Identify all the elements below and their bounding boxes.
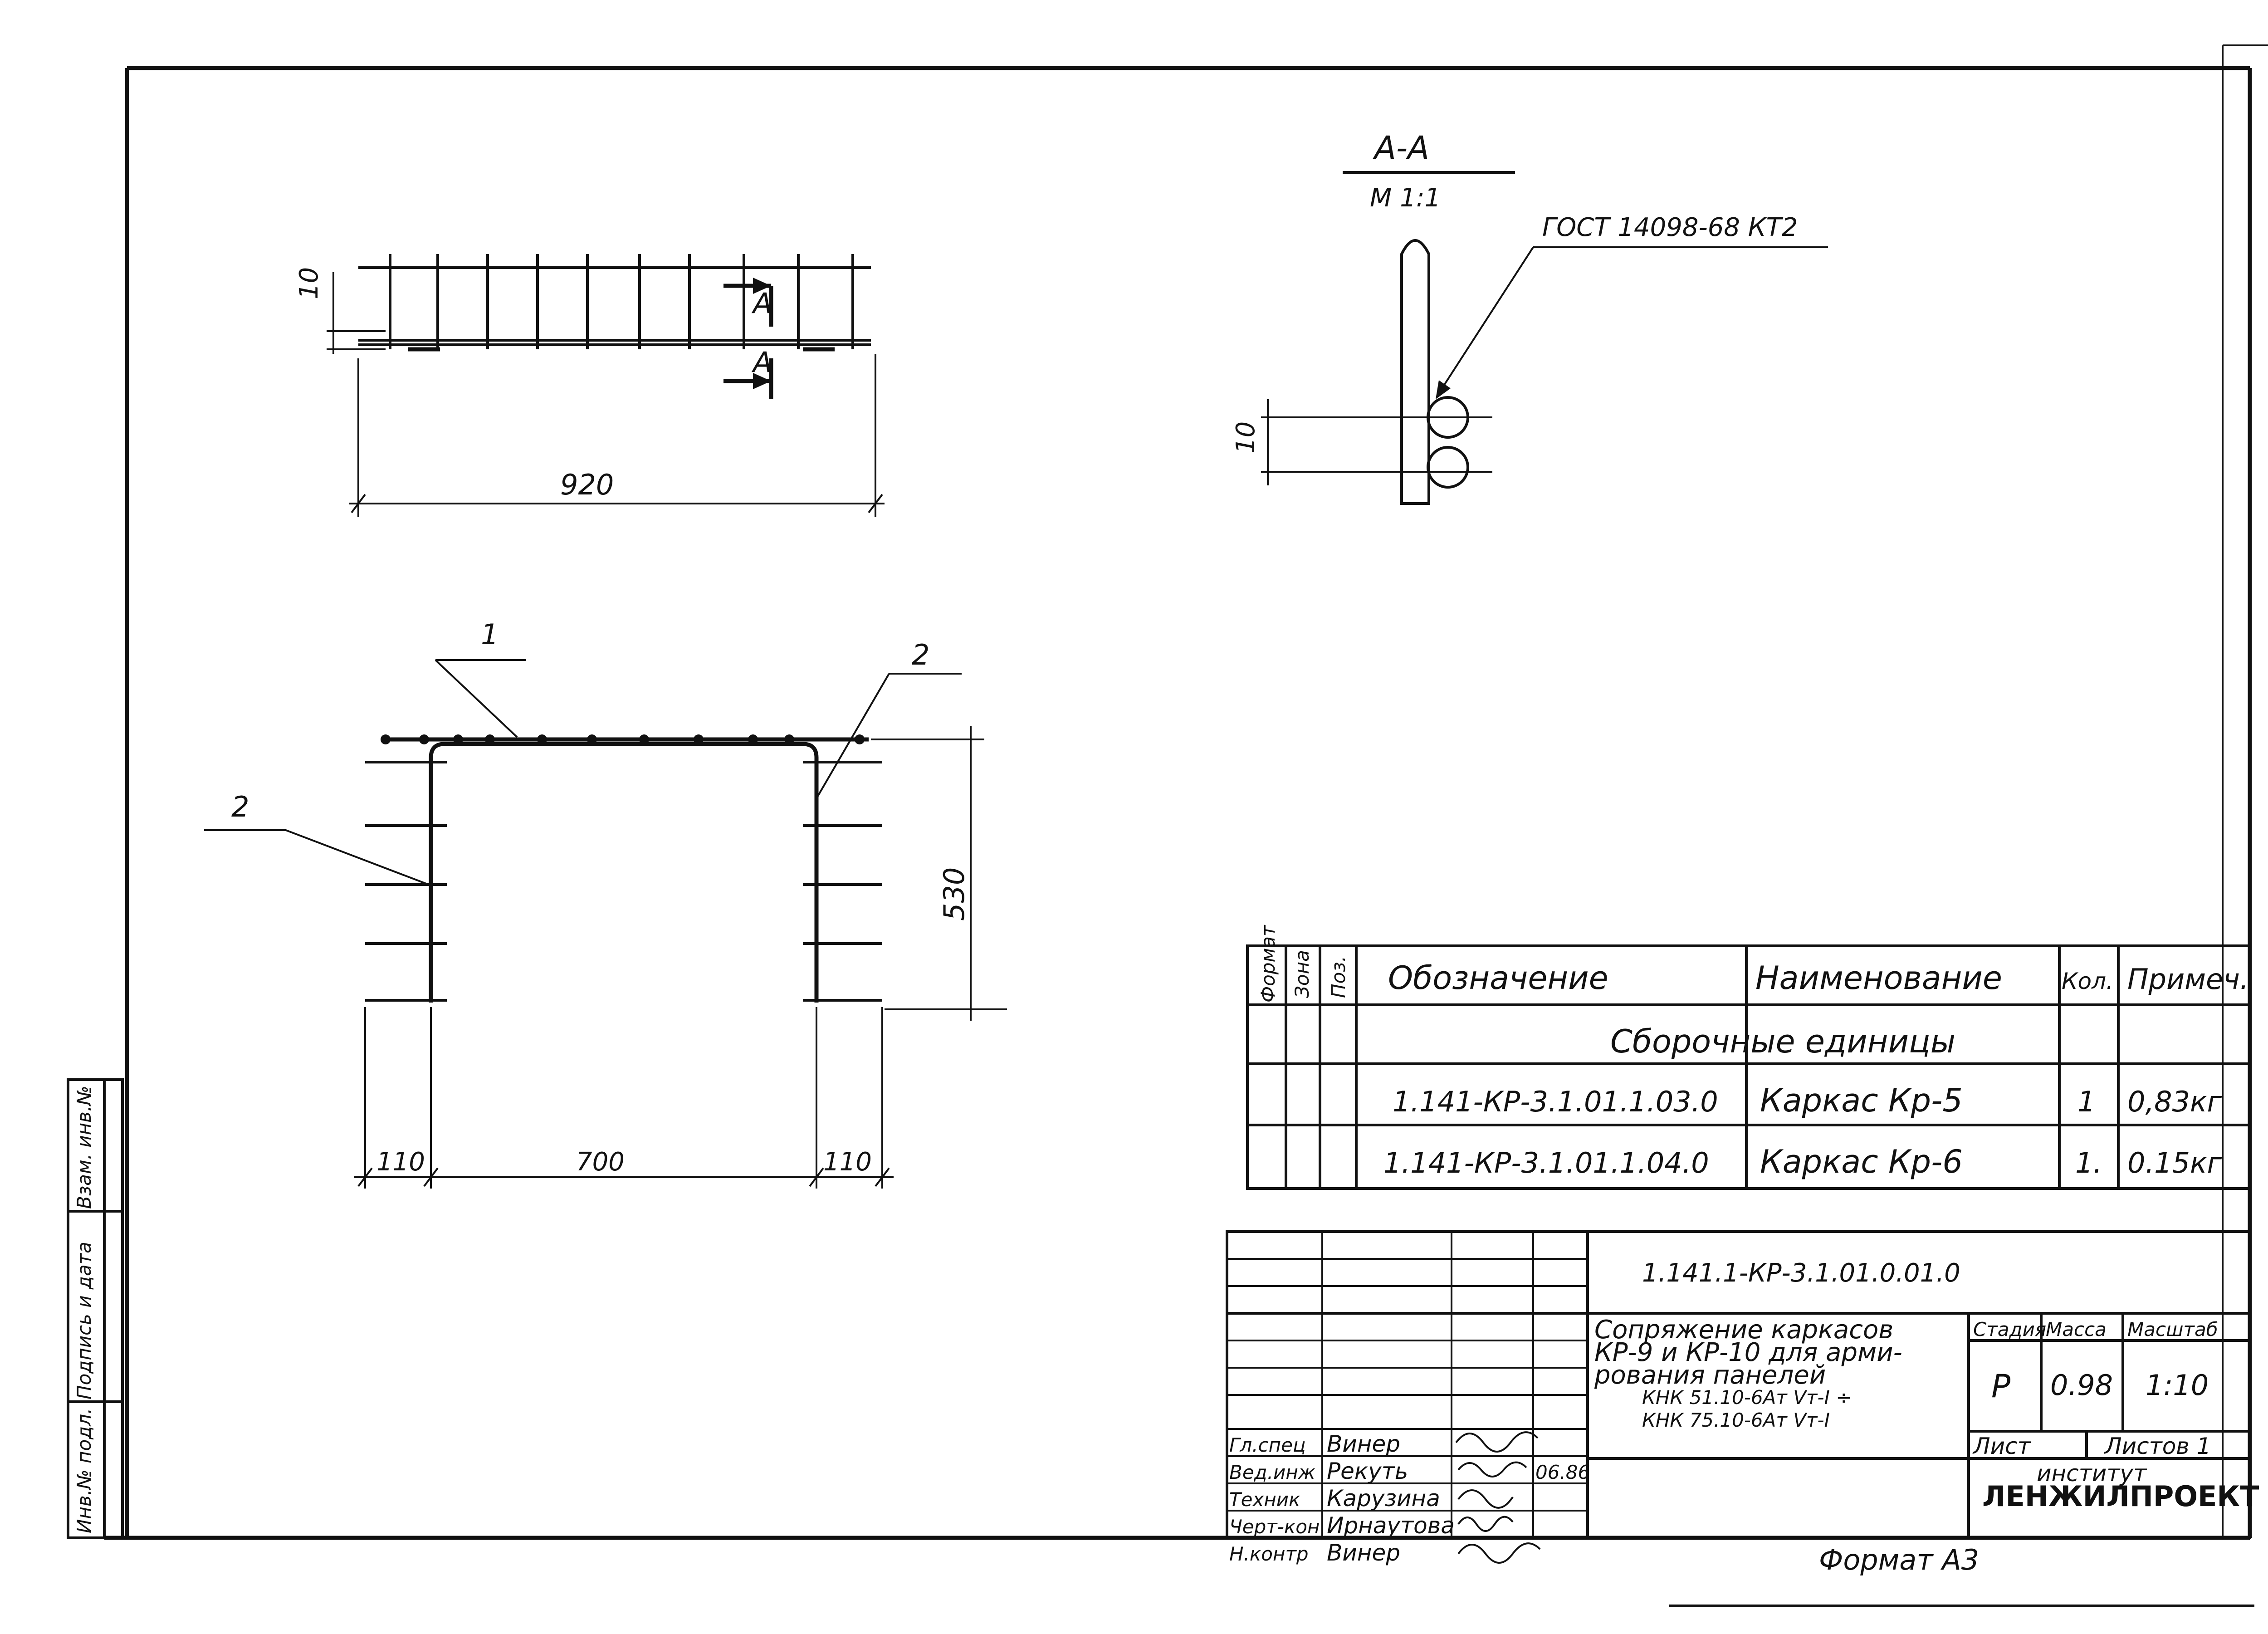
svg-text:1: 1 [2077, 1085, 2095, 1118]
org-line-2: ЛЕНЖИЛПРОЕКТ [1982, 1480, 2259, 1513]
th-note: Примеч. [2127, 963, 2249, 996]
th-qty: Кол. [2062, 968, 2113, 994]
th-name: Наименование [1755, 959, 2002, 997]
dim-right-offset: 110 [823, 1147, 872, 1177]
table-row: 1.141-КР-3.1.01.1.03.0 Каркас Кр-5 1 0,8… [1393, 1082, 2222, 1119]
signature-scribbles [1455, 1431, 1541, 1564]
dim-top-spacing: 10 [294, 267, 324, 299]
scale-label: Масштаб [2127, 1318, 2218, 1340]
section-spacing: 10 [1231, 421, 1261, 454]
stamp-sign-date: Подпись и дата [73, 1242, 95, 1399]
person-role: Черт-кон [1229, 1516, 1320, 1538]
spec-table: Формат Зона Поз. Обозначение Наименовани… [1246, 925, 2251, 1190]
stamp-replace-inv: Взам. инв.№ [73, 1086, 95, 1209]
sheets-label: Листов 1 [2104, 1433, 2211, 1459]
person-name: Винер [1327, 1540, 1400, 1566]
format-label: Формат А3 [1819, 1543, 1979, 1576]
title-block: 1.141.1-КР-3.1.01.0.01.0 Сопряжение карк… [1226, 1230, 2259, 1566]
format-label-group: Формат А3 [1669, 1543, 2254, 1607]
person-role: Гл.спец [1229, 1434, 1306, 1456]
svg-text:Каркас Кр-6: Каркас Кр-6 [1760, 1143, 1963, 1180]
title-line-4: КНК 51.10-6Ат Vт-I ÷ [1642, 1386, 1852, 1409]
dim-left-offset: 110 [376, 1147, 425, 1177]
title-line-5: КНК 75.10-6Ат Vт-I [1642, 1409, 1830, 1431]
top-view: 10 920 А А [294, 254, 885, 517]
svg-text:1.141-КР-3.1.01.1.03.0: 1.141-КР-3.1.01.1.03.0 [1393, 1085, 1718, 1118]
svg-text:1.141-КР-3.1.01.1.04.0: 1.141-КР-3.1.01.1.04.0 [1383, 1146, 1709, 1179]
stage-label: Стадия [1973, 1318, 2046, 1340]
sheet-label: Лист [1972, 1433, 2032, 1459]
title-line-1: Сопряжение каркасов [1594, 1315, 1893, 1345]
title-line-2: КР-9 и КР-10 для арми- [1594, 1338, 1902, 1367]
scale-value: 1:10 [2146, 1369, 2209, 1402]
person-role: Техник [1229, 1488, 1300, 1511]
th-format: Формат [1257, 925, 1279, 1003]
section-mark-a-lower: А [751, 346, 772, 379]
section-mark-a-upper: А [751, 287, 772, 320]
table-row: 1.141-КР-3.1.01.1.04.0 Каркас Кр-6 1. 0.… [1383, 1143, 2222, 1180]
leader-pos-2-left: 2 [231, 790, 249, 823]
front-view: 530 110 700 110 1 2 2 [204, 618, 1007, 1189]
doc-code: 1.141.1-КР-3.1.01.0.01.0 [1642, 1258, 1960, 1288]
side-stamp: Взам. инв.№ Подпись и дата Инв.№ подл. [67, 1078, 124, 1539]
spec-section-title: Сборочные единицы [1610, 1023, 1955, 1060]
svg-text:0.15кг: 0.15кг [2127, 1146, 2222, 1179]
person-name: Рекуть [1327, 1458, 1408, 1484]
svg-text:1.: 1. [2075, 1146, 2102, 1179]
gost-label: ГОСТ 14098-68 КТ2 [1542, 213, 1798, 242]
date: 06.86 [1535, 1461, 1590, 1483]
th-designation: Обозначение [1388, 959, 1608, 997]
person-name: Ирнаутова [1327, 1512, 1455, 1539]
section-view-a-a: А-А М 1:1 ГОСТ 14098-68 КТ2 10 [1231, 129, 1828, 505]
person-role: Н.контр [1229, 1543, 1309, 1565]
person-name: Винер [1327, 1431, 1400, 1457]
org-line-1: институт [2037, 1460, 2147, 1487]
dim-height: 530 [938, 867, 971, 921]
title-line-3: рования панелей [1594, 1360, 1826, 1390]
section-scale: М 1:1 [1370, 183, 1441, 213]
stage-value: Р [1991, 1368, 2011, 1405]
leader-pos-2-right: 2 [912, 638, 929, 671]
th-pos: Поз. [1327, 956, 1349, 998]
leader-pos-1: 1 [481, 618, 499, 651]
svg-text:Каркас Кр-5: Каркас Кр-5 [1760, 1082, 1963, 1119]
mass-label: Масса [2046, 1318, 2107, 1340]
person-name: Карузина [1327, 1485, 1440, 1512]
stamp-inv-orig: Инв.№ подл. [73, 1408, 95, 1533]
section-label: А-А [1373, 129, 1429, 166]
dim-top-length: 920 [560, 468, 614, 501]
svg-text:0,83кг: 0,83кг [2127, 1085, 2222, 1118]
person-role: Вед.инж [1229, 1461, 1315, 1483]
mass-value: 0.98 [2050, 1369, 2113, 1402]
th-zone: Зона [1291, 950, 1313, 998]
dim-middle-width: 700 [576, 1147, 625, 1177]
